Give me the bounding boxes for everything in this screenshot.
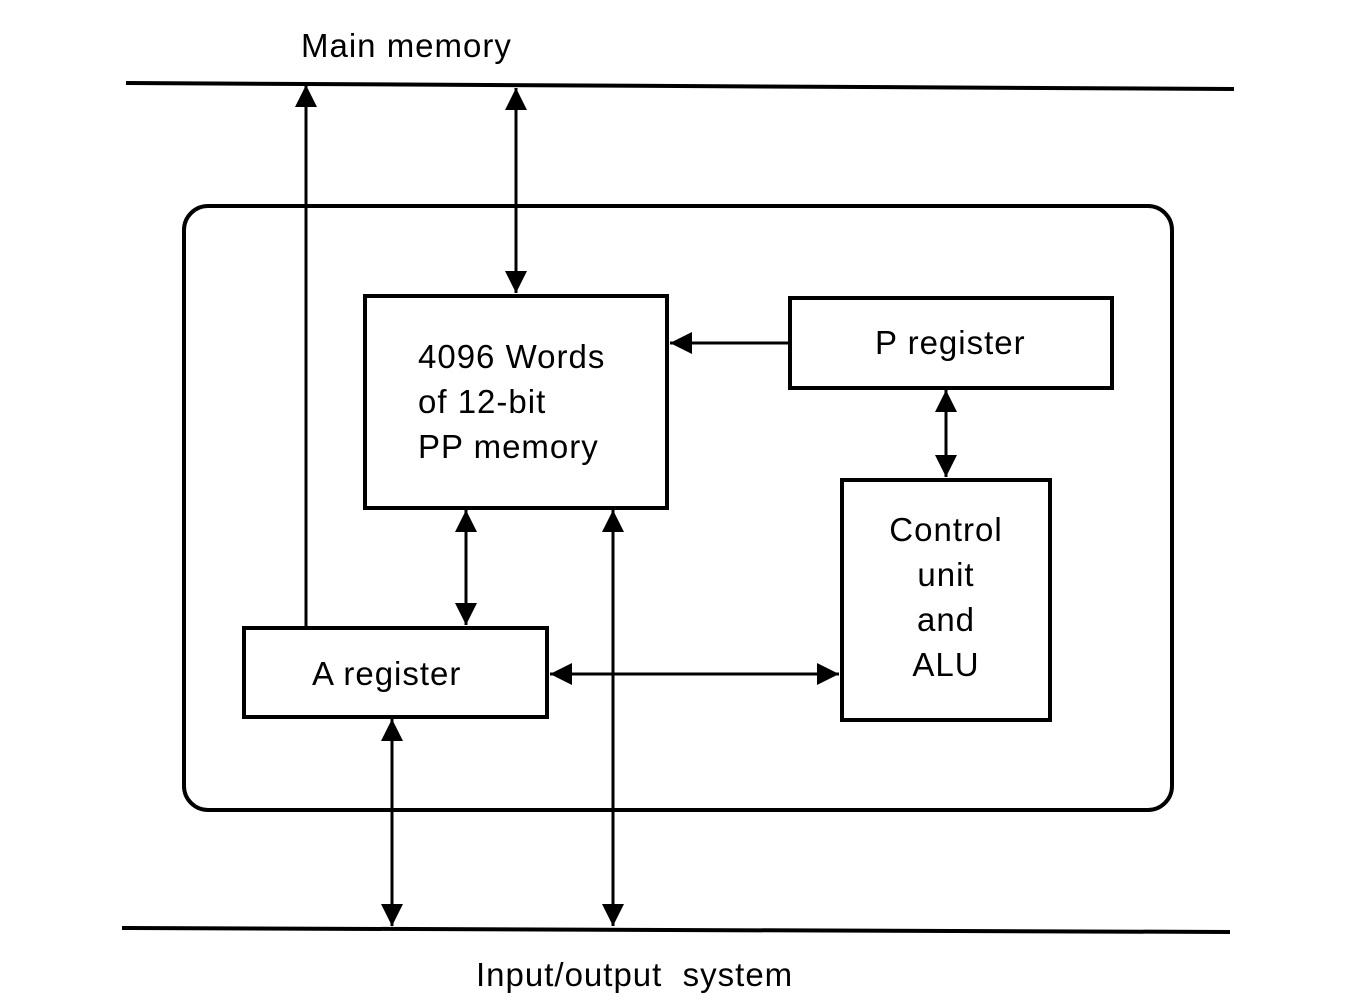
main-memory-bus — [125, 81, 1235, 91]
control-unit-label-line: Control — [889, 511, 1003, 548]
control-unit-label-line: unit — [917, 556, 975, 593]
pp-memory-label-line: 4096 Words — [418, 338, 606, 375]
processor-outline — [182, 204, 1174, 812]
p-register-label: P register — [875, 324, 1026, 361]
io-system-bus — [121, 926, 1231, 934]
pp-memory-label-line: of 12-bit — [418, 383, 547, 420]
pp-memory-block — [363, 294, 669, 510]
control-unit-label-line: ALU — [912, 646, 980, 683]
control-unit-label: Control unit and ALU — [846, 507, 1046, 687]
io-system-label: Input/output system — [476, 956, 794, 993]
p-register-block — [788, 296, 1114, 390]
a-register-label: A register — [312, 655, 462, 692]
control-unit-block — [840, 478, 1052, 722]
main-memory-label: Main memory — [301, 27, 512, 64]
pp-memory-label-line: PP memory — [418, 428, 599, 465]
control-unit-label-line: and — [916, 601, 976, 638]
a-register-block — [242, 626, 549, 719]
pp-memory-label: 4096 Words of 12-bit PP memory — [418, 334, 605, 469]
